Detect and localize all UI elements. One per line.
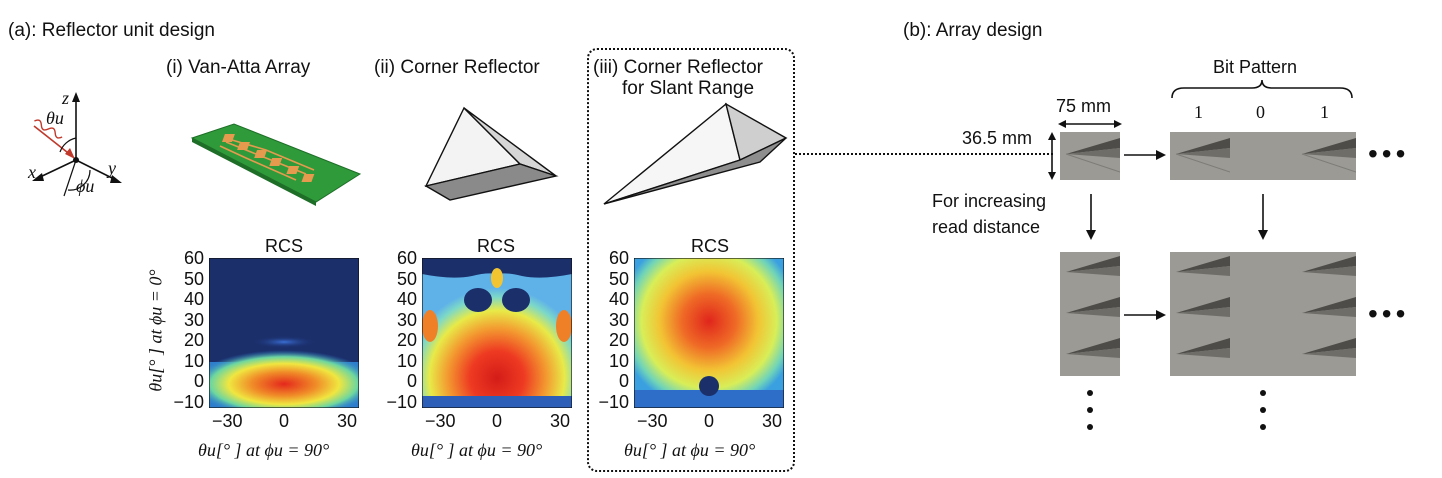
ytick: −10 bbox=[386, 391, 417, 412]
panel-ii-title: (ii) Corner Reflector bbox=[374, 57, 540, 78]
ylabel: θu[° ] at ϕu = 0° bbox=[145, 269, 166, 392]
xlabel-ii: θu[° ] at ϕu = 90° bbox=[411, 440, 543, 460]
connector-line bbox=[795, 153, 1053, 155]
ytick: 10 bbox=[183, 350, 204, 371]
ytick: 50 bbox=[396, 268, 417, 289]
increase-label-line2: read distance bbox=[932, 217, 1041, 237]
arrow-down-right bbox=[1258, 194, 1268, 240]
coord-x-label: x bbox=[28, 162, 36, 182]
section-a-title: (a): Reflector unit design bbox=[8, 20, 215, 41]
ytick: 60 bbox=[396, 248, 417, 268]
height-dim-label: 36.5 mm bbox=[962, 128, 1033, 148]
ellipsis-bottom: ••• bbox=[1368, 298, 1410, 329]
xtick: −30 bbox=[212, 411, 243, 431]
ytick: 50 bbox=[608, 268, 629, 289]
ellipsis-top: ••• bbox=[1368, 138, 1410, 169]
ytick: 20 bbox=[396, 330, 417, 350]
reflector-tile bbox=[1066, 256, 1120, 276]
rcs-title-ii: RCS bbox=[476, 236, 515, 256]
rcs-heatmap-ii bbox=[422, 258, 572, 408]
xlabel-i: θu[° ] at ϕu = 90° bbox=[198, 440, 330, 460]
xtick: 30 bbox=[762, 411, 783, 431]
bit-pattern-title: Bit Pattern bbox=[1213, 57, 1298, 77]
coord-y-label: y bbox=[108, 158, 116, 178]
ytick: 20 bbox=[608, 330, 629, 350]
xtick: 0 bbox=[279, 411, 290, 431]
xtick: 0 bbox=[492, 411, 503, 431]
vertical-ellipsis-right bbox=[1260, 390, 1268, 441]
panel-i-title: (i) Van-Atta Array bbox=[166, 57, 311, 78]
reflector-tile bbox=[1296, 132, 1356, 180]
reflector-tile bbox=[1060, 132, 1120, 180]
vertical-ellipsis-left bbox=[1087, 390, 1095, 441]
coord-theta-label: θu bbox=[46, 108, 64, 128]
ytick: 50 bbox=[183, 268, 204, 289]
slant-corner-reflector-illustration bbox=[603, 102, 788, 205]
xtick: −30 bbox=[637, 411, 668, 431]
xtick: 0 bbox=[704, 411, 715, 431]
ytick: −10 bbox=[598, 391, 629, 412]
coordinate-system-icon bbox=[32, 92, 122, 197]
reflector-tile bbox=[1302, 338, 1356, 358]
section-b-title: (b): Array design bbox=[903, 20, 1043, 41]
rcs-title-iii: RCS bbox=[690, 236, 729, 256]
ytick: 60 bbox=[183, 248, 204, 268]
ytick: 0 bbox=[618, 371, 629, 391]
rcs-title-i: RCS bbox=[264, 236, 303, 256]
highlight-box bbox=[587, 48, 795, 472]
xlabel-iii: θu[° ] at ϕu = 90° bbox=[624, 440, 756, 460]
arrow-down-left bbox=[1086, 194, 1096, 240]
ytick: 40 bbox=[608, 289, 629, 309]
corner-reflector-illustration bbox=[424, 106, 559, 201]
rcs-heatmap-i bbox=[209, 258, 359, 408]
reflector-tile bbox=[1302, 256, 1356, 276]
increase-label-line1: For increasing bbox=[932, 191, 1047, 211]
ytick: 10 bbox=[396, 350, 417, 371]
xtick: −30 bbox=[425, 411, 456, 431]
yticks-i: 60 50 40 30 20 10 0 −10 bbox=[173, 248, 204, 412]
reflector-tile bbox=[1176, 256, 1230, 276]
yticks-ii: 60 50 40 30 20 10 0 −10 bbox=[386, 248, 417, 412]
coord-z-label: z bbox=[62, 88, 70, 108]
bit-pattern-brace bbox=[1171, 79, 1353, 99]
ytick: 40 bbox=[183, 289, 204, 309]
ytick: 30 bbox=[396, 309, 417, 330]
width-dim-label: 75 mm bbox=[1056, 96, 1112, 116]
coord-phi-label: ϕu bbox=[76, 176, 95, 196]
reflector-tile bbox=[1176, 297, 1230, 317]
ytick: 0 bbox=[193, 371, 204, 391]
xtick: 30 bbox=[337, 411, 358, 431]
panel-iii-title-line1: (iii) Corner Reflector bbox=[593, 57, 763, 78]
yticks-iii: 60 50 40 30 20 10 0 −10 bbox=[598, 248, 629, 412]
reflector-tile bbox=[1170, 132, 1230, 180]
bit-1: 1 bbox=[1194, 102, 1203, 122]
reflector-tile bbox=[1066, 297, 1120, 317]
ytick: 30 bbox=[183, 309, 204, 330]
width-dim-arrow bbox=[1058, 120, 1122, 128]
ytick: −10 bbox=[173, 391, 204, 412]
arrow-right-bottom bbox=[1124, 310, 1166, 320]
reflector-tile bbox=[1302, 297, 1356, 317]
reflector-tile bbox=[1066, 338, 1120, 358]
panel-iii-title-line2: for Slant Range bbox=[622, 78, 755, 99]
reflector-tile bbox=[1176, 338, 1230, 358]
bit-2: 0 bbox=[1256, 102, 1265, 122]
xtick: 30 bbox=[550, 411, 571, 431]
rcs-heatmap-iii bbox=[634, 258, 784, 408]
height-dim-arrow bbox=[1048, 132, 1056, 180]
bit-3: 1 bbox=[1320, 102, 1329, 122]
ytick: 60 bbox=[608, 248, 629, 268]
ytick: 40 bbox=[396, 289, 417, 309]
ytick: 20 bbox=[183, 330, 204, 350]
ytick: 30 bbox=[608, 309, 629, 330]
ytick: 10 bbox=[608, 350, 629, 371]
ytick: 0 bbox=[406, 371, 417, 391]
arrow-right-top bbox=[1124, 150, 1166, 160]
van-atta-pcb-illustration bbox=[190, 123, 362, 206]
